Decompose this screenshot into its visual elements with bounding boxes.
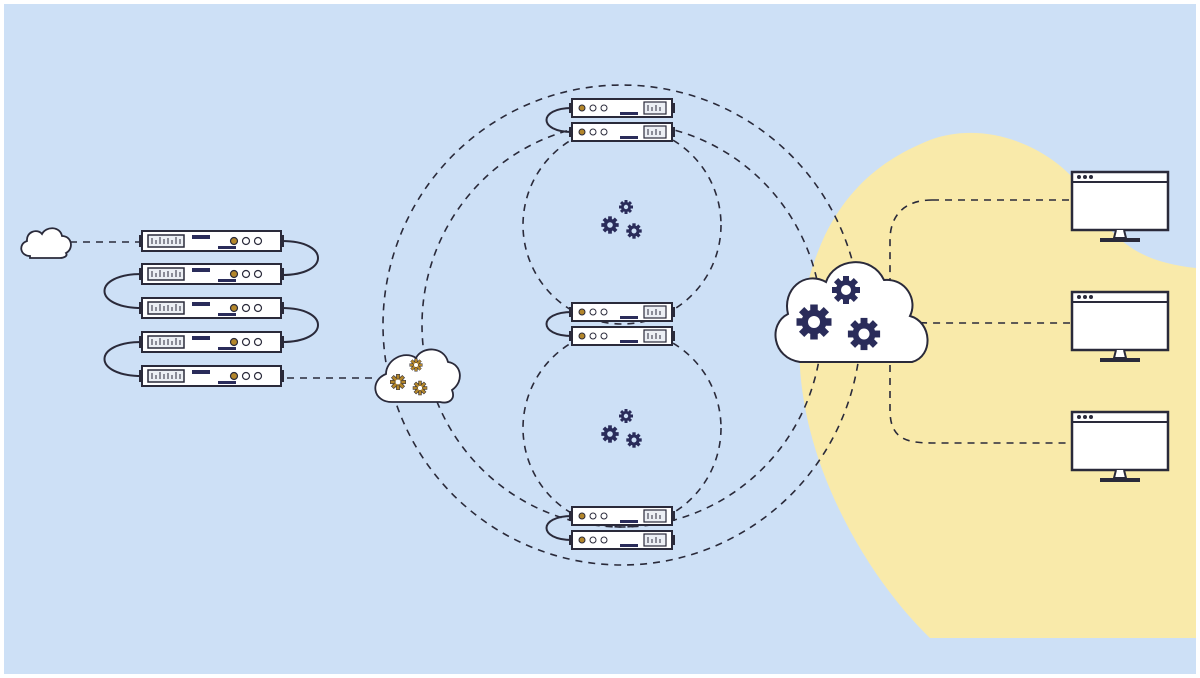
server-unit xyxy=(568,302,676,322)
ring-node-top xyxy=(545,98,676,142)
server-unit xyxy=(138,331,285,353)
cloud-gears-icon xyxy=(374,348,461,404)
ring-node-middle xyxy=(545,302,676,346)
cloud-gears-icon xyxy=(774,261,929,363)
server-unit xyxy=(568,530,676,550)
server-unit xyxy=(568,122,676,142)
server-stack xyxy=(103,230,319,387)
cloud-icon xyxy=(20,227,72,259)
server-unit xyxy=(568,326,676,346)
server-unit xyxy=(138,230,285,252)
server-unit xyxy=(568,98,676,118)
ring-node-bottom xyxy=(545,506,676,550)
gears-icon xyxy=(601,200,642,239)
client-region xyxy=(799,132,1196,638)
server-unit xyxy=(138,297,285,319)
server-unit xyxy=(138,263,285,285)
server-unit xyxy=(568,506,676,526)
gears-icon xyxy=(601,409,642,448)
server-unit xyxy=(138,365,285,387)
